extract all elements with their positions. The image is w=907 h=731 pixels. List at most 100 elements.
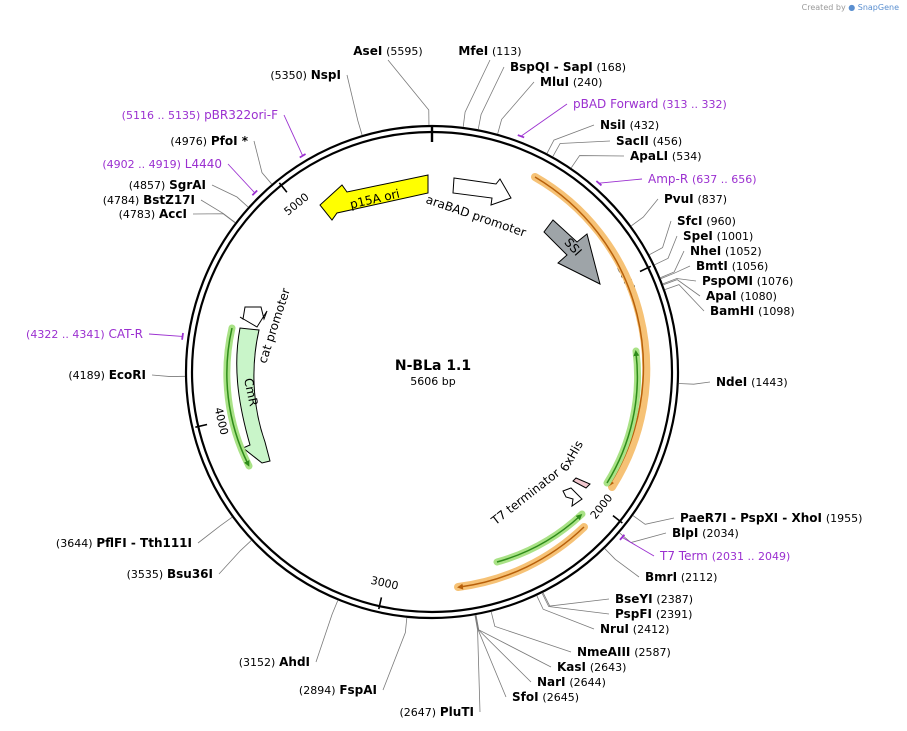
primer-label: (5116 .. 5135) pBR322ori-F [122,108,278,122]
site-leader-line [662,278,697,285]
site-asei[interactable]: AseI (5595) [353,44,430,126]
site-bmri[interactable]: BmrI (2112) [604,548,718,584]
site-kasi[interactable]: KasI (2643) [475,614,626,674]
primer-mark [517,134,525,139]
site-leader-line [664,284,705,312]
backbone [184,124,680,620]
feature-label-cmr: CmR [241,377,261,408]
site-paer7i-pspxi-xhoi[interactable]: PaeR7I - PspXI - XhoI (1955) [632,511,862,525]
primer-cat-r[interactable]: (4322 .. 4341) CAT-R [26,327,184,341]
site-leader-line [546,124,595,154]
site-leader-line [660,265,691,280]
site-bstz17i[interactable]: (4784) BstZ17I [103,193,236,223]
site-leader-line [619,532,667,544]
site-apai[interactable]: ApaI (1080) [662,279,777,303]
site-label: BmrI (2112) [645,570,717,584]
site-bamhi[interactable]: BamHI (1098) [664,284,795,318]
site-sfoi[interactable]: SfoI (2645) [475,615,579,704]
site-leader-line [211,184,249,208]
primer-label: Amp-R (637 .. 656) [648,172,757,186]
primer-pbr322ori-f[interactable]: (5116 .. 5135) pBR322ori-F [122,108,307,159]
site-nrui[interactable]: NruI (2412) [536,595,670,636]
primer-layer: pBAD Forward (313 .. 332) Amp-R (637 .. 6… [26,97,790,563]
plasmid-name: N-BLa 1.1 [395,358,471,374]
site-label: BamHI (1098) [710,304,795,318]
site-label: PspOMI (1076) [702,274,793,288]
primer-leader-line [148,333,183,337]
site-pluti[interactable]: (2647) PluTI [399,615,481,719]
site-ecori[interactable]: (4189) EcoRI [68,368,186,382]
primer-leader-line [227,163,256,194]
site-leader-line [630,198,659,227]
primer-amp-r[interactable]: Amp-R (637 .. 656) [595,172,757,187]
site-sacii[interactable]: SacII (456) [552,134,682,157]
site-blpi[interactable]: BlpI (2034) [619,526,739,544]
site-apali[interactable]: ApaLI (534) [570,149,702,169]
primer-mark [181,332,184,340]
tick-label-3000: 3000 [370,574,400,593]
site-label: (3152) AhdI [239,655,310,669]
site-nhei[interactable]: NheI (1052) [660,244,762,279]
site-leader-line [192,213,236,224]
site-leader-line [604,548,640,578]
site-label: (3535) Bsu36I [127,567,213,581]
site-label: (2647) PluTI [399,705,474,719]
site-label: NarI (2644) [537,675,606,689]
site-pfoi[interactable]: (4976) PfoI * [170,134,273,185]
orf-orange-long-line [534,176,645,487]
site-bmti[interactable]: BmtI (1056) [660,259,769,280]
site-leader-line [541,592,610,615]
site-sgrai[interactable]: (4857) SgrAI [129,178,249,208]
site-nspi[interactable]: (5350) NspI [270,68,363,136]
site-label: BseYI (2387) [615,592,693,606]
site-sfci[interactable]: SfcI (960) [649,214,736,256]
site-mfei[interactable]: MfeI (113) [458,44,522,128]
feature-p15a-ori[interactable] [319,174,429,221]
site-nmeaiii[interactable]: NmeAIII (2587) [490,611,671,659]
site-leader-line [474,615,481,713]
site-leader-line [660,250,685,279]
site-bspqi-sapi[interactable]: BspQI - SapI (168) [477,60,626,130]
site-ahdi[interactable]: (3152) AhdI [239,600,339,669]
site-label: PspFI (2391) [615,607,692,621]
tick-2000 [612,514,623,524]
site-label: (5350) NspI [270,68,341,82]
plasmid-size: 5606 bp [410,375,455,388]
site-label: (4857) SgrAI [129,178,206,192]
feature-cat-promoter[interactable] [239,306,268,328]
primer-t7-term[interactable]: T7 Term (2031 .. 2049) [619,534,790,563]
feature-label-6xhis: 6xHis [557,438,586,474]
site-label: NruI (2412) [600,622,669,636]
primer-l4440[interactable]: (4902 .. 4919) L4440 [102,157,258,196]
feature-cmr[interactable] [236,327,271,464]
site-mlui[interactable]: MluI (240) [497,75,603,134]
watermark-prefix: Created by [801,3,846,12]
site-label: SacII (456) [616,134,682,148]
site-label: NdeI (1443) [716,375,788,389]
feature-ssi[interactable] [543,219,601,285]
site-acci[interactable]: (4783) AccI [119,207,236,224]
feature-t7-terminator[interactable] [562,487,583,508]
tick-label-4000: 4000 [212,406,231,436]
primer-pbad-forward[interactable]: pBAD Forward (313 .. 332) [517,97,727,139]
primer-leader-line [520,103,568,137]
site-ndei[interactable]: NdeI (1443) [678,375,788,389]
site-pvui[interactable]: PvuI (837) [630,192,727,227]
primer-label: T7 Term (2031 .. 2049) [659,549,790,563]
site-layer: AseI (5595) MfeI (113)BspQI - SapI (168)M… [56,44,862,719]
site-bsu36i[interactable]: (3535) Bsu36I [127,540,252,581]
feature-6xhis[interactable] [572,477,591,489]
site-leader-line [387,59,430,126]
site-spei[interactable]: SpeI (1001) [654,229,754,266]
site-pspomi[interactable]: PspOMI (1076) [662,274,794,288]
feature-arabad-promoter[interactable] [452,177,512,206]
site-pflfi-tth111i[interactable]: (3644) PflFI - Tth111I [56,516,233,550]
site-pspfi[interactable]: PspFI (2391) [541,592,692,621]
site-fspai[interactable]: (2894) FspAI [299,617,408,697]
site-nsii[interactable]: NsiI (432) [546,118,659,154]
site-leader-line [497,81,535,134]
site-label: (4189) EcoRI [68,368,146,382]
site-leader-line [475,614,552,668]
site-leader-line [382,617,408,691]
site-bseyi[interactable]: BseYI (2387) [542,592,693,607]
